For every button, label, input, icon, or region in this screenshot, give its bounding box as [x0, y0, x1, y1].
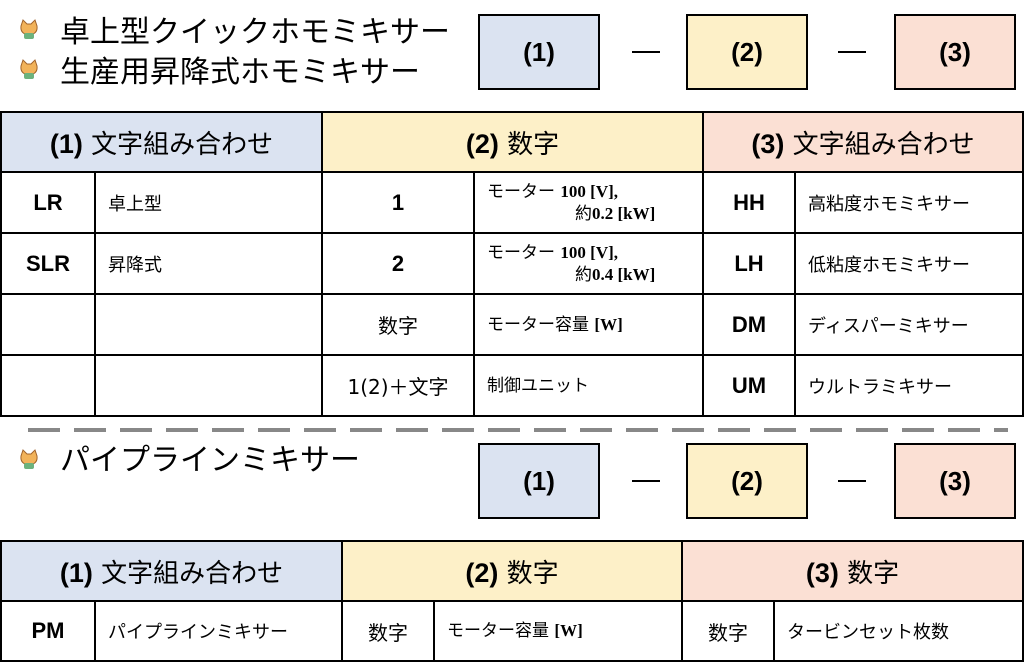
spec-cell: 制御ユニット	[473, 354, 704, 417]
number-cell: 数字	[341, 600, 435, 662]
code-cell	[0, 354, 96, 417]
code-box-2: (2)	[686, 14, 808, 90]
desc-cell: 低粘度ホモミキサー	[794, 232, 1024, 295]
code-box-3: (3)	[894, 443, 1016, 519]
header-part-3: (3) 文字組み合わせ	[702, 111, 1024, 173]
code-box-1: (1)	[478, 443, 600, 519]
table-row: LR 卓上型 1 モーター 100 [V], 約0.2 [kW] HH 高粘度ホ…	[0, 171, 1024, 234]
desc-cell: パイプラインミキサー	[94, 600, 343, 662]
spec-cell: モーター容量 [W]	[433, 600, 683, 662]
number-cell: 1	[321, 171, 475, 234]
number-cell: 2	[321, 232, 475, 295]
table-row: 数字 モーター容量 [W] DM ディスパーミキサー	[0, 293, 1024, 356]
spec-cell: モーター 100 [V], 約0.2 [kW]	[473, 171, 704, 234]
desc-cell	[94, 354, 323, 417]
table-row: SLR 昇降式 2 モーター 100 [V], 約0.4 [kW] LH 低粘度…	[0, 232, 1024, 295]
cat-mascot-icon	[20, 19, 38, 39]
desc-cell: 昇降式	[94, 232, 323, 295]
number-cell: 数字	[681, 600, 775, 662]
cat-mascot-icon	[20, 449, 38, 469]
desc-cell: 卓上型	[94, 171, 323, 234]
desc-cell	[94, 293, 323, 356]
code-cell	[0, 293, 96, 356]
desc-cell: 高粘度ホモミキサー	[794, 171, 1024, 234]
spec-cell: モーター容量 [W]	[473, 293, 704, 356]
dash-separator	[632, 480, 660, 482]
desc-cell: ディスパーミキサー	[794, 293, 1024, 356]
header-part-3: (3) 数字	[681, 540, 1024, 602]
model-code-table: (1) 文字組み合わせ (2) 数字 (3) 文字組み合わせ LR 卓上型 1 …	[0, 111, 1024, 417]
table-row: PM パイプラインミキサー 数字 モーター容量 [W] 数字 タービンセット枚数	[0, 600, 1024, 662]
product-title-1: 卓上型クイックホモミキサー	[60, 15, 450, 50]
code-cell: LH	[702, 232, 796, 295]
code-cell: PM	[0, 600, 96, 662]
header-part-1: (1) 文字組み合わせ	[0, 111, 323, 173]
code-box-3: (3)	[894, 14, 1016, 90]
pipeline-code-table: (1) 文字組み合わせ (2) 数字 (3) 数字 PM パイプラインミキサー …	[0, 540, 1024, 662]
dash-separator	[838, 51, 866, 53]
code-cell: DM	[702, 293, 796, 356]
pipeline-title: パイプラインミキサー	[60, 443, 360, 478]
code-cell: UM	[702, 354, 796, 417]
spec-cell: モーター 100 [V], 約0.4 [kW]	[473, 232, 704, 295]
header-part-2: (2) 数字	[341, 540, 683, 602]
code-cell: LR	[0, 171, 96, 234]
header-part-1: (1) 文字組み合わせ	[0, 540, 343, 602]
code-cell: HH	[702, 171, 796, 234]
code-box-2: (2)	[686, 443, 808, 519]
code-box-1: (1)	[478, 14, 600, 90]
code-cell: SLR	[0, 232, 96, 295]
dashed-divider	[28, 428, 1008, 432]
dash-separator	[838, 480, 866, 482]
dash-separator	[632, 51, 660, 53]
product-title-2: 生産用昇降式ホモミキサー	[60, 55, 420, 90]
cat-mascot-icon	[20, 59, 38, 79]
header-part-2: (2) 数字	[321, 111, 704, 173]
desc-cell: タービンセット枚数	[773, 600, 1024, 662]
number-cell: 1(2)＋文字	[321, 354, 475, 417]
table-row: 1(2)＋文字 制御ユニット UM ウルトラミキサー	[0, 354, 1024, 417]
desc-cell: ウルトラミキサー	[794, 354, 1024, 417]
number-cell: 数字	[321, 293, 475, 356]
